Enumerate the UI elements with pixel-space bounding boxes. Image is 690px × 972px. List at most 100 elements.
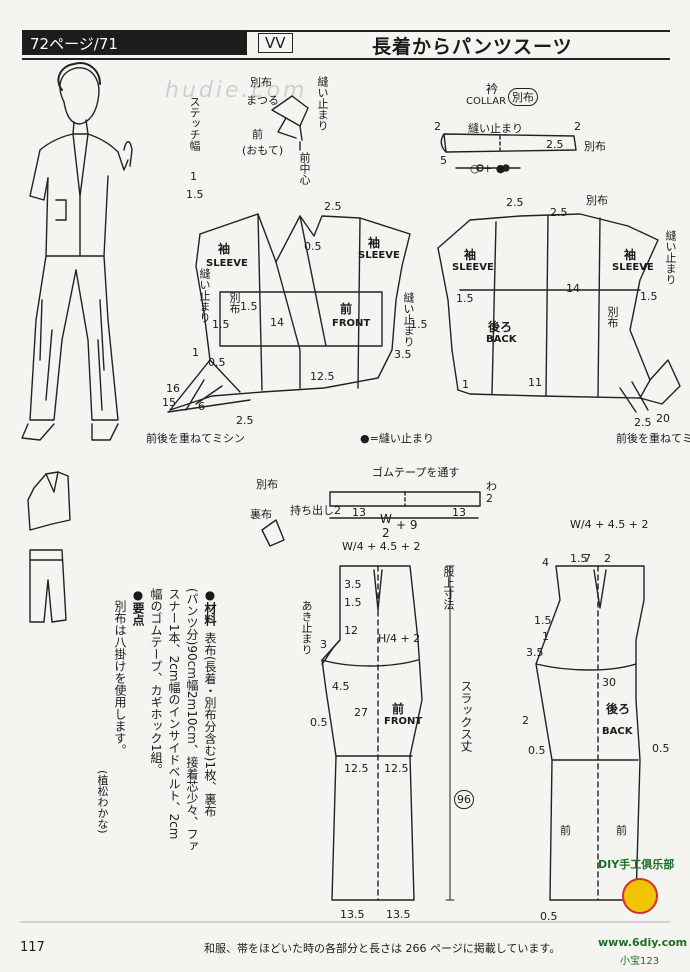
- front-dim-13: 6: [198, 400, 205, 413]
- collar-separate: 別布: [584, 140, 606, 153]
- collar-stop-mark: 縫い止まり: [468, 122, 523, 135]
- band-dim-a: 13: [352, 506, 366, 519]
- diy-logo-icon: [622, 878, 658, 914]
- diy-logo: DIY手工俱乐部 www.6diy.com 小宝123: [594, 850, 687, 967]
- front-dim-3: 1.5: [240, 300, 258, 313]
- front-pants-hip: H/4 + 2: [378, 632, 421, 645]
- fp-dim-5: 4.5: [332, 680, 350, 693]
- front-stitch-stop: 縫い止まり: [198, 268, 211, 323]
- back-sleeve-jp-2: 袖: [624, 248, 637, 262]
- band-formula-div: 2: [382, 526, 390, 540]
- fp-dim-6: 27: [354, 706, 368, 719]
- front-label-jp: 前: [340, 302, 353, 316]
- bp-dim-5: 1.5: [534, 614, 552, 627]
- fp-dim-8: 12.5: [344, 762, 369, 775]
- back-sleeve-jp: 袖: [464, 248, 477, 262]
- front-pants-jp: 前: [392, 702, 405, 716]
- header-code-box: VV: [258, 33, 293, 53]
- header-left-block: [22, 31, 247, 55]
- fp-dim-3: 12: [344, 624, 358, 637]
- collar-pattern: [440, 133, 577, 172]
- fp-dim-10: 13.5: [340, 908, 365, 921]
- back-label-en: BACK: [486, 334, 517, 345]
- bp-dim-11: 0.5: [652, 742, 670, 755]
- materials-line4: 幅のゴムテープ、カギホック1組。: [149, 588, 163, 776]
- back-dim-3: 1.5: [456, 292, 474, 305]
- back-pants-formula: W/4 + 4.5 + 2: [570, 518, 649, 531]
- front-sleeve-en-2: SLEEVE: [358, 250, 400, 261]
- fp-dim-2: 1.5: [344, 596, 362, 609]
- back-dim-7: 1: [462, 378, 469, 391]
- fp-dim-9: 12.5: [384, 762, 409, 775]
- band-side-label: 別布: [256, 478, 278, 491]
- front-dim-9: 0.5: [208, 356, 226, 369]
- front-dim-2: 0.5: [304, 240, 322, 253]
- band-dim-b: 13: [452, 506, 466, 519]
- fp-dim-11: 13.5: [386, 908, 411, 921]
- back-separate-side: 別布: [606, 306, 619, 328]
- collar-title-en: COLLAR: [466, 96, 507, 107]
- back-dim-9: 2.5: [634, 416, 652, 429]
- detail-label-front: 前: [252, 128, 263, 141]
- detail-label-face: (おもて): [242, 144, 284, 157]
- front-dim-4: 14: [270, 316, 284, 329]
- points-heading: ●要点: [131, 588, 145, 626]
- bp-dim-7: 3.5: [526, 646, 544, 659]
- front-sleeve-en: SLEEVE: [206, 258, 248, 269]
- header-bar: [22, 30, 670, 60]
- materials-line3: スナー1本、2cm幅のインサイドベルト、2cm: [167, 588, 181, 840]
- collar-dim-b: 5: [440, 154, 447, 167]
- front-dim-11: 16: [166, 382, 180, 395]
- front-dim-10: 1.5: [410, 318, 428, 331]
- bp-dim-6: 1: [542, 630, 549, 643]
- detail-label-stitch-width: ステッチ幅: [188, 96, 201, 151]
- slacks-label: スラックス丈: [459, 680, 473, 752]
- collar-dim-a: 2: [434, 120, 441, 133]
- front-dim-14: 2.5: [236, 414, 254, 427]
- bp-dim-9: 2: [522, 714, 529, 727]
- band-top-label: ゴムテープを通す: [372, 466, 460, 479]
- back-dim-1: 2.5: [506, 196, 524, 209]
- back-separate: 別布: [586, 194, 608, 207]
- bp-dim-12: 0.5: [540, 910, 558, 923]
- legend-note: ●=縫い止まり: [360, 432, 434, 445]
- collar-note: 別布: [508, 88, 538, 106]
- detail-label-hem: まつる: [246, 94, 279, 107]
- front-dim-1: 2.5: [324, 200, 342, 213]
- back-seam-note: 前後を重ねてミシン: [616, 432, 690, 445]
- front-pants-en: FRONT: [384, 716, 423, 727]
- collar-title-jp: 衿: [486, 82, 499, 96]
- bp-hem-2: 前: [616, 824, 627, 837]
- back-dim-2: 2.5: [550, 206, 568, 219]
- detail-label-center-front: 前中心: [298, 152, 311, 185]
- front-dim-8: 1: [192, 346, 199, 359]
- bp-dim-1: 4: [542, 556, 549, 569]
- watermark: hudie.com: [165, 78, 308, 103]
- bp-dim-4: 2: [604, 552, 611, 565]
- materials-heading: ●材料: [203, 588, 217, 626]
- fp-dim-4: 3: [320, 638, 327, 651]
- collar-dim-c: 2.5: [546, 138, 564, 151]
- bp-dim-2: 1.5: [570, 552, 588, 565]
- detail-value-1: 1: [190, 170, 197, 183]
- footer-caption: 和服、帯をほどいた時の各部分と長さは 266 ページに掲載しています。: [204, 942, 561, 955]
- back-dim-4: 14: [566, 282, 580, 295]
- back-dim-8: 20: [656, 412, 670, 425]
- detail-label-separate: 別布: [250, 76, 272, 89]
- page-number: 117: [20, 940, 45, 955]
- points-line: 別布は八掛けを使用します。: [113, 600, 127, 756]
- front-bodice-pattern: [167, 213, 411, 413]
- collar-marks: ○ + ●: [470, 162, 506, 175]
- front-sleeve-jp-2: 袖: [368, 236, 381, 250]
- back-dim-6: 11: [528, 376, 542, 389]
- band-fold: わ: [486, 480, 497, 493]
- materials-line1: 表布(長着・別布分含む)1枚、裏布: [203, 632, 217, 817]
- band-lining: 裏布: [250, 508, 272, 521]
- diy-logo-url: www.6diy.com: [598, 936, 688, 949]
- bp-dim-10: 0.5: [528, 744, 546, 757]
- back-label-jp: 後ろ: [488, 320, 513, 334]
- front-pants-pattern: [321, 565, 423, 901]
- back-pants-jp: 後ろ: [606, 702, 631, 716]
